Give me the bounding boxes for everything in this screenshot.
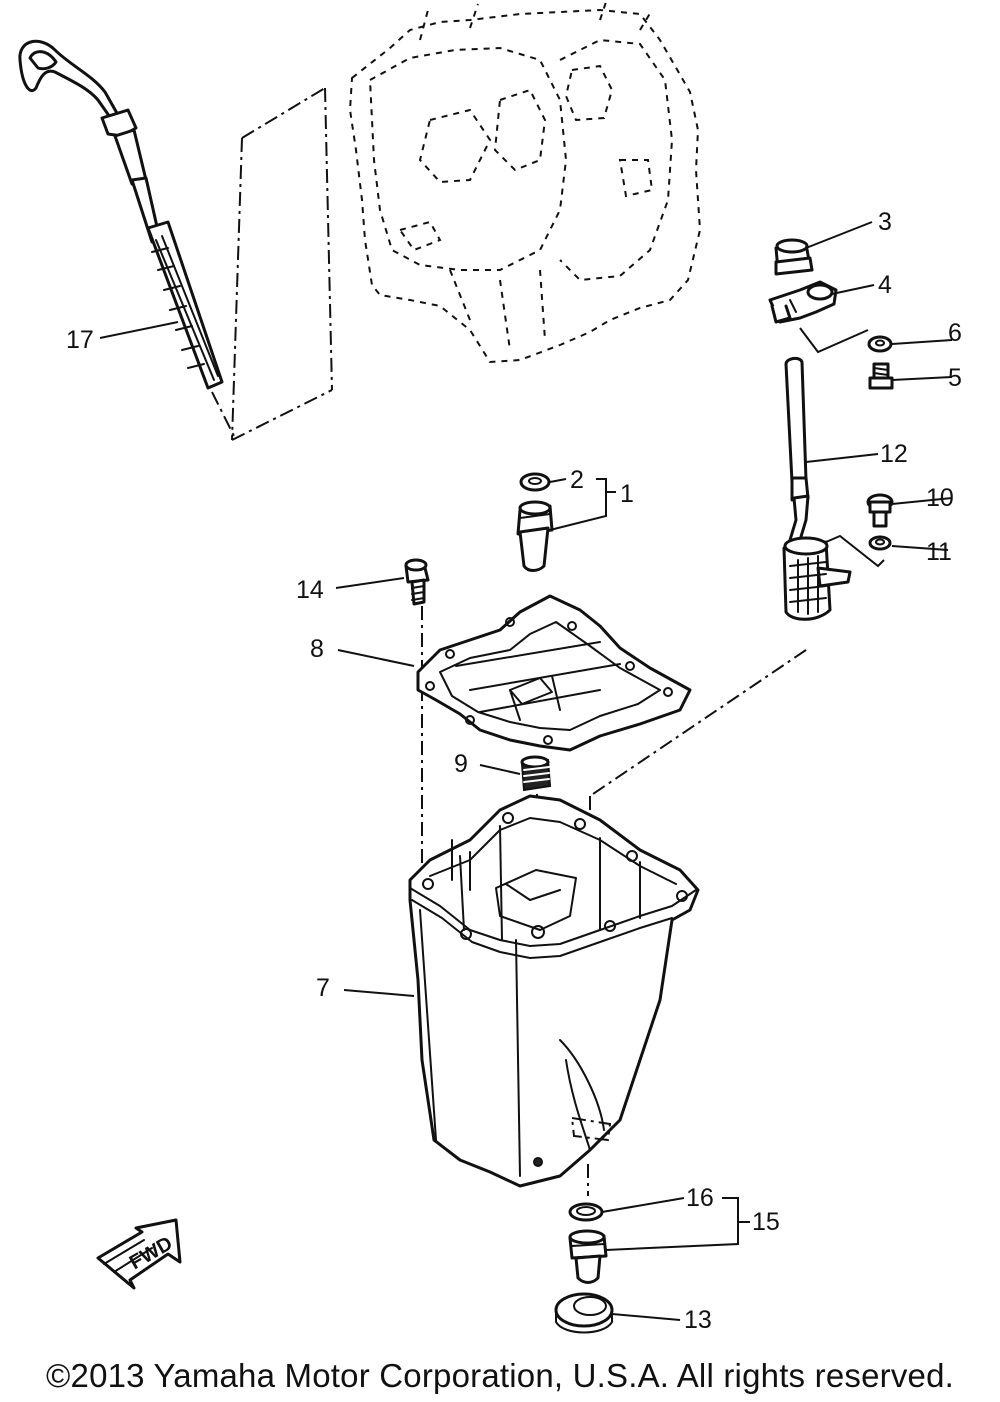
o-ring-part-2[interactable] [519,472,551,492]
callout-16: 16 [686,1184,714,1212]
callout-11: 11 [926,538,952,566]
strainer-guide-line [589,649,807,797]
clamp-part-4[interactable] [768,280,838,324]
callout-14: 14 [296,576,324,604]
dipstick-part-17[interactable] [18,39,224,390]
bolt-part-5[interactable] [868,362,894,390]
callout-10: 10 [926,484,954,512]
relief-valve-part-1[interactable] [516,500,554,572]
callout-3: 3 [878,208,892,236]
drain-plug-part-15[interactable] [568,1229,608,1284]
gasket-part-8[interactable] [416,594,692,752]
callout-13: 13 [684,1306,712,1334]
spring-part-9[interactable] [520,755,552,792]
callout-2: 2 [570,466,584,494]
leader-lines [99,221,953,1321]
engine-block-outline [348,1,702,364]
hardware-link-lines [799,327,885,568]
callout-numbers: 17 3 4 6 5 12 10 11 2 1 14 8 9 7 16 15 1… [66,208,962,1334]
callout-9: 9 [454,750,468,778]
callout-15: 15 [752,1208,780,1236]
callout-6: 6 [948,319,962,347]
drain-gasket-part-16[interactable] [568,1202,604,1222]
forward-direction-arrow: FWD [96,1218,182,1290]
bolt-part-10[interactable] [866,493,894,528]
seal-part-13[interactable] [554,1292,614,1334]
grommet-part-3[interactable] [774,238,814,276]
callout-1: 1 [620,480,634,508]
callout-17: 17 [66,326,94,354]
washer-part-6[interactable] [867,335,893,353]
bolt-part-14[interactable] [404,558,430,606]
callout-5: 5 [948,364,962,392]
washer-part-11[interactable] [868,535,892,551]
copyright-notice: ©2013 Yamaha Motor Corporation, U.S.A. A… [46,1357,954,1394]
dipstick-guide-lines [211,87,333,441]
callout-8: 8 [310,635,324,663]
callout-4: 4 [878,271,892,299]
oil-pan-part-7[interactable] [408,794,700,1188]
oil-strainer-part-12[interactable] [782,356,852,621]
callout-12: 12 [880,440,908,468]
callout-7: 7 [316,974,330,1002]
